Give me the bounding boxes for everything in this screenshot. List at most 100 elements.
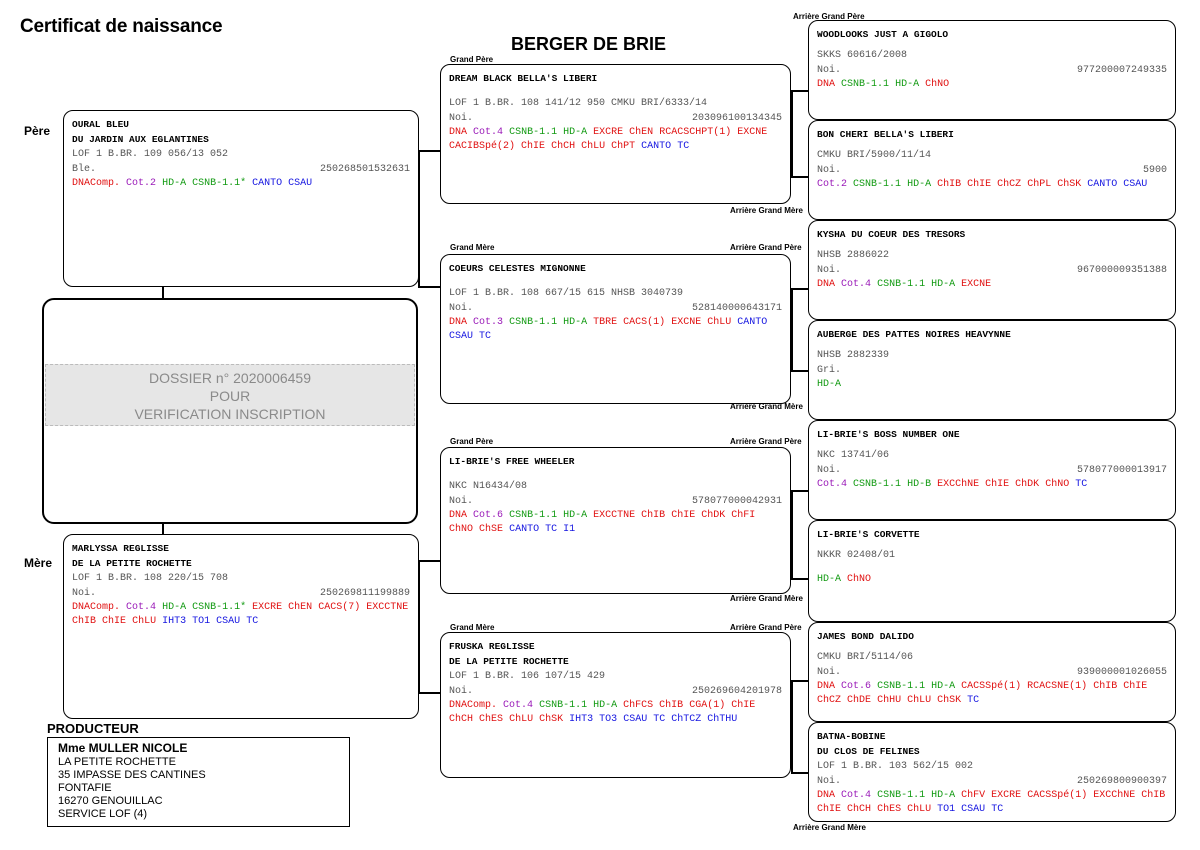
test-token: CSNB-1.1*	[192, 602, 247, 613]
test-token: TC	[677, 141, 690, 152]
dog-name: MARLYSSA REGLISSE	[72, 543, 169, 554]
registration: LOF 1 B.BR. 106 107/15 429	[449, 671, 606, 682]
coat-color: Noi.	[817, 165, 842, 176]
test-token: CSAU	[449, 331, 474, 342]
test-token: ChIE	[817, 804, 842, 815]
test-token: ChEN	[629, 127, 654, 138]
dog-name: LI-BRIE'S BOSS NUMBER ONE	[817, 429, 960, 440]
breed-title: BERGER DE BRIE	[511, 34, 667, 54]
test-token: ChIB	[641, 510, 666, 521]
test-token: ChEN	[288, 602, 313, 613]
test-token: I1	[563, 524, 576, 535]
great-grandparent-card[interactable]: JAMES BOND DALIDO CMKU BRI/5114/06 Noi.9…	[808, 622, 1176, 722]
dog-name: COEURS CELESTES MIGNONNE	[449, 263, 586, 274]
test-token: CSNB-1.1	[877, 790, 926, 801]
role-agp3: Arrière Grand Père	[730, 437, 802, 446]
registration: CMKU BRI/5900/11/14	[817, 150, 932, 161]
test-token: TC	[991, 804, 1004, 815]
producer-box: Mme MULLER NICOLE LA PETITE ROCHETTE 35 …	[47, 737, 350, 827]
coat-color: Noi.	[72, 588, 97, 599]
role-agp2: Arrière Grand Père	[730, 243, 802, 252]
connector-line	[791, 772, 808, 774]
test-token: CSNB-1.1*	[192, 178, 247, 189]
connector-line	[791, 288, 808, 290]
health-tests: DNAComp. Cot.4 HD-A CSNB-1.1* EXCRE ChEN…	[72, 601, 410, 629]
grandmother-maternal-card[interactable]: FRUSKA REGLISSE DE LA PETITE ROCHETTE LO…	[440, 632, 791, 778]
test-token: Cot.2	[817, 179, 848, 190]
chip-number: 250269811199889	[319, 588, 410, 599]
great-grandparent-card[interactable]: AUBERGE DES PATTES NOIRES HEAVYNNE NHSB …	[808, 320, 1176, 420]
great-grandparent-card[interactable]: LI-BRIE'S BOSS NUMBER ONE NKC 13741/06 N…	[808, 420, 1176, 520]
dam-card[interactable]: MARLYSSA REGLISSE DE LA PETITE ROCHETTE …	[63, 534, 419, 719]
test-token: CSNB-1.1	[509, 127, 558, 138]
sire-card[interactable]: OURAL BLEU DU JARDIN AUX EGLANTINES LOF …	[63, 110, 419, 287]
dog-affix: DE LA PETITE ROCHETTE	[449, 656, 569, 667]
test-token: HD-A	[563, 127, 588, 138]
test-token: CACSSpé(1)	[1027, 790, 1088, 801]
coat-color: Noi.	[817, 776, 842, 787]
test-token: ChHU	[877, 695, 902, 706]
registration: NKC N16434/08	[449, 481, 528, 492]
chip-number: 5900	[1142, 165, 1167, 176]
grandmother-paternal-card[interactable]: COEURS CELESTES MIGNONNE LOF 1 B.BR. 108…	[440, 254, 791, 404]
dog-name: LI-BRIE'S CORVETTE	[817, 529, 920, 540]
health-tests: DNA Cot.3 CSNB-1.1 HD-A TBRE CACS(1) EXC…	[449, 316, 782, 344]
test-token: CANTO	[737, 317, 768, 328]
test-token: CACIBSpé(2)	[449, 141, 516, 152]
test-token: EXCRE	[593, 127, 624, 138]
health-tests: DNA CSNB-1.1 HD-A ChNO	[817, 78, 1167, 92]
registration: LOF 1 B.BR. 109 056/13 052	[72, 149, 229, 160]
test-token: DNA	[817, 790, 836, 801]
registration: LOF 1 B.BR. 108 667/15 615 NHSB 3040739	[449, 288, 684, 299]
registration: CMKU BRI/5114/06	[817, 652, 914, 663]
grandfather-paternal-card[interactable]: DREAM BLACK BELLA'S LIBERI LOF 1 B.BR. 1…	[440, 64, 791, 204]
producer-address-line: 16270 GENOUILLAC	[58, 795, 163, 807]
great-grandparent-card[interactable]: WOODLOOKS JUST A GIGOLO SKKS 60616/2008 …	[808, 20, 1176, 120]
great-grandparent-card[interactable]: LI-BRIE'S CORVETTE NKKR 02408/01 HD-A Ch…	[808, 520, 1176, 622]
stamp-line: VERIFICATION INSCRIPTION	[134, 406, 326, 422]
registration: NKC 13741/06	[817, 450, 890, 461]
test-token: CACS(7)	[318, 602, 361, 613]
stamp-line: POUR	[209, 388, 251, 404]
health-tests: Cot.4 CSNB-1.1 HD-B EXCChNE ChIE ChDK Ch…	[817, 478, 1167, 492]
role-agm-bottom: Arrière Grand Mère	[793, 823, 866, 832]
test-token: TO1	[192, 616, 211, 627]
test-token: ChIB	[937, 179, 962, 190]
stamp-line: DOSSIER n° 2020006459	[148, 370, 312, 386]
health-tests: DNA Cot.4 CSNB-1.1 HD-A ChFV EXCRE CACSS…	[817, 789, 1167, 817]
great-grandparent-card[interactable]: KYSHA DU COEUR DES TRESORS NHSB 2886022 …	[808, 220, 1176, 320]
test-token: ChIB	[659, 700, 684, 711]
role-agp-top: Arrière Grand Père	[793, 12, 865, 21]
test-token: CSAU	[216, 616, 241, 627]
test-token: DNA	[817, 79, 836, 90]
test-token: CSNB-1.1	[509, 317, 558, 328]
test-token: ChCZ	[997, 179, 1022, 190]
test-token: ChSE	[479, 524, 504, 535]
test-token: DNAComp.	[72, 602, 121, 613]
dog-name: BATNA-BOBINE	[817, 731, 886, 742]
great-grandparent-card[interactable]: BATNA-BOBINE DU CLOS DE FELINES LOF 1 B.…	[808, 722, 1176, 822]
great-grandparent-card[interactable]: BON CHERI BELLA'S LIBERI CMKU BRI/5900/1…	[808, 120, 1176, 220]
test-token: EXCChNE	[937, 479, 980, 490]
test-token: ChDK	[1015, 479, 1040, 490]
connector-line	[418, 560, 440, 562]
health-tests: DNA Cot.4 CSNB-1.1 HD-A EXCRE ChEN RCACS…	[449, 126, 782, 154]
chip-number: 578077000013917	[1076, 465, 1167, 476]
test-token: Cot.4	[503, 700, 534, 711]
test-token: CANTO	[252, 178, 283, 189]
test-token: CACSSpé(1)	[961, 681, 1022, 692]
test-token: ChIE	[102, 616, 127, 627]
test-token: CSNB-1.1	[877, 279, 926, 290]
chip-number: 250269604201978	[691, 686, 782, 697]
grandfather-maternal-card[interactable]: LI-BRIE'S FREE WHEELER NKC N16434/08 Noi…	[440, 447, 791, 594]
connector-line	[791, 490, 808, 492]
test-token: Cot.4	[126, 602, 157, 613]
test-token: ChDK	[701, 510, 726, 521]
connector-line	[791, 176, 808, 178]
test-token: EXCNE	[961, 279, 992, 290]
test-token: ChLU	[581, 141, 606, 152]
test-token: CACS(1)	[623, 317, 666, 328]
test-token: ChLU	[509, 714, 534, 725]
health-tests: Cot.2 CSNB-1.1 HD-A ChIB ChIE ChCZ ChPL …	[817, 178, 1167, 192]
label-mere: Mère	[24, 556, 53, 570]
